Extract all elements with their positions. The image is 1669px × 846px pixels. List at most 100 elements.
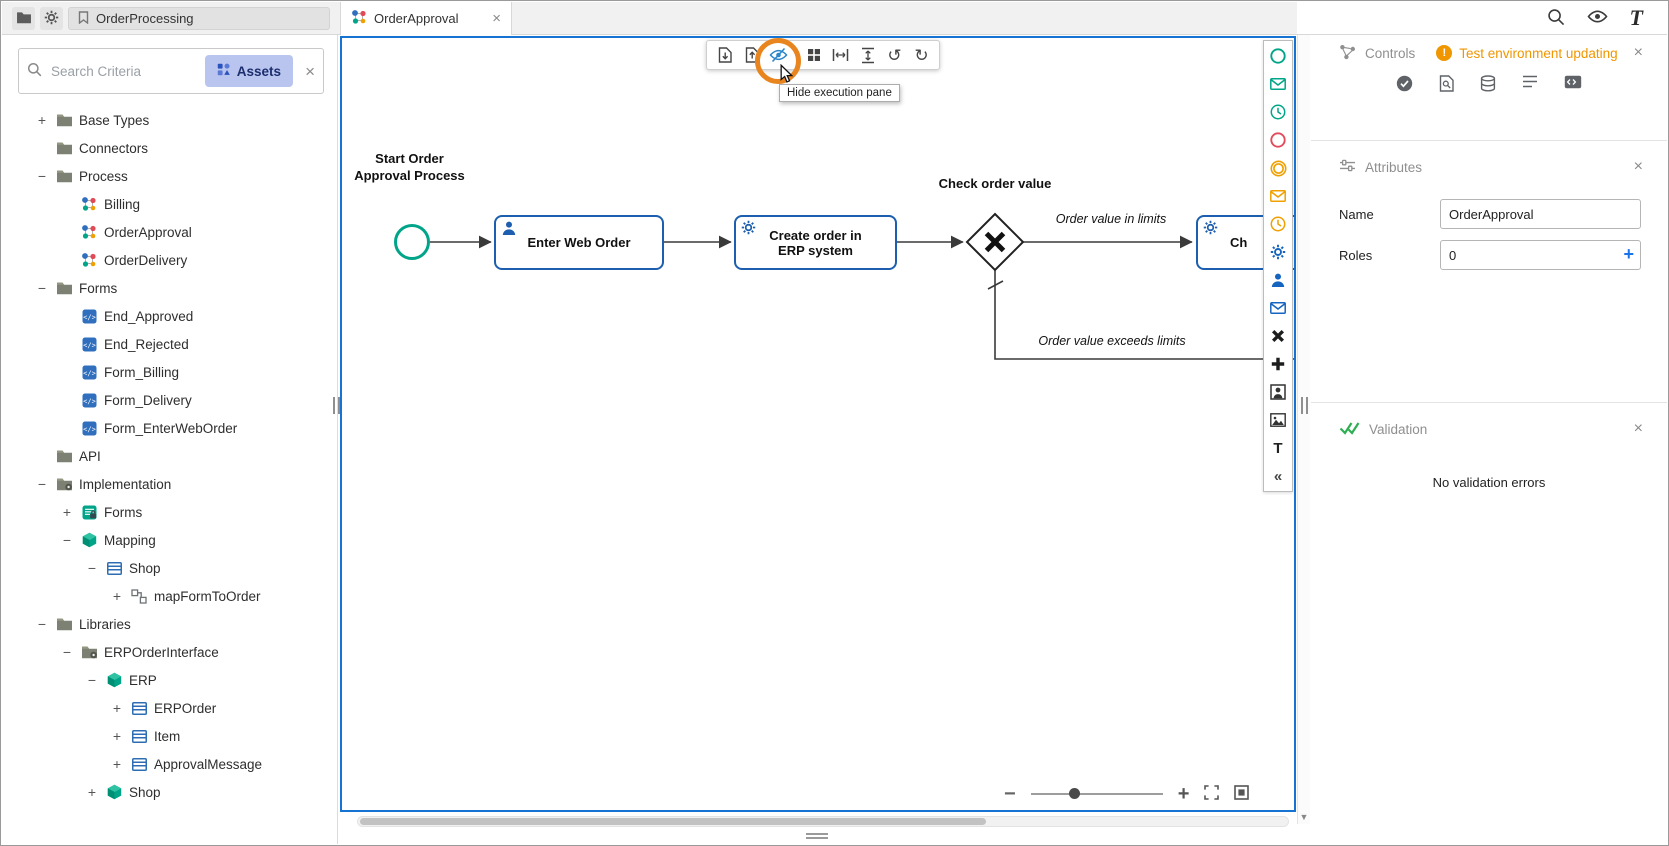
tree-item-form_enterweborder[interactable]: </>Form_EnterWebOrder bbox=[2, 414, 337, 442]
tree-item-orderdelivery[interactable]: OrderDelivery bbox=[2, 246, 337, 274]
tree-expander-icon[interactable]: − bbox=[62, 532, 72, 548]
folder-button[interactable] bbox=[12, 7, 35, 30]
tab-orderapproval[interactable]: OrderApproval × bbox=[340, 2, 512, 35]
console-code-icon[interactable] bbox=[1564, 75, 1582, 95]
assets-filter-button[interactable]: Assets bbox=[204, 55, 294, 87]
tree-expander-icon[interactable]: − bbox=[87, 560, 97, 576]
end-event-icon[interactable] bbox=[1264, 126, 1292, 154]
image-icon[interactable] bbox=[1264, 406, 1292, 434]
collapse-palette-icon[interactable]: « bbox=[1273, 467, 1283, 485]
tree-item-form_delivery[interactable]: </>Form_Delivery bbox=[2, 386, 337, 414]
tree-item-process[interactable]: −Process bbox=[2, 162, 337, 190]
text-annotation-icon[interactable]: T bbox=[1273, 439, 1283, 457]
log-list-icon[interactable] bbox=[1522, 75, 1538, 95]
message-intermediate-event-icon[interactable] bbox=[1264, 182, 1292, 210]
tree-item-shop[interactable]: −Shop bbox=[2, 554, 337, 582]
tree-item-api[interactable]: API bbox=[2, 442, 337, 470]
download-diagram-icon[interactable] bbox=[711, 41, 738, 69]
tree-item-item[interactable]: +Item bbox=[2, 722, 337, 750]
zoom-in-icon[interactable]: + bbox=[1177, 782, 1190, 805]
message-start-event-icon[interactable] bbox=[1264, 70, 1292, 98]
database-icon[interactable] bbox=[1480, 75, 1496, 95]
tree-expander-icon[interactable]: − bbox=[37, 168, 47, 184]
horizontal-scrollbar[interactable] bbox=[357, 816, 1289, 827]
tree-item-connectors[interactable]: Connectors bbox=[2, 134, 337, 162]
tree-item-erp[interactable]: −ERP bbox=[2, 666, 337, 694]
eye-icon[interactable] bbox=[1587, 9, 1608, 27]
grid-icon[interactable] bbox=[800, 41, 827, 69]
tree-expander-icon[interactable]: − bbox=[37, 616, 47, 632]
tree-expander-icon[interactable]: + bbox=[87, 784, 97, 800]
right-splitter-handle[interactable] bbox=[1301, 397, 1308, 414]
exclusive-gateway[interactable] bbox=[965, 212, 1025, 272]
tree-item-shop[interactable]: +Shop bbox=[2, 778, 337, 806]
tree-item-forms[interactable]: −Forms bbox=[2, 274, 337, 302]
tree-item-billing[interactable]: Billing bbox=[2, 190, 337, 218]
tree-item-libraries[interactable]: −Libraries bbox=[2, 610, 337, 638]
scroll-down-icon[interactable]: ▼ bbox=[1299, 812, 1309, 822]
participant-icon[interactable] bbox=[1264, 378, 1292, 406]
tree-expander-icon[interactable]: − bbox=[37, 476, 47, 492]
tree-item-forms[interactable]: +Forms bbox=[2, 498, 337, 526]
tree-expander-icon[interactable]: + bbox=[62, 504, 72, 520]
start-event[interactable] bbox=[394, 224, 430, 260]
canvas-resize-grip[interactable] bbox=[806, 833, 828, 839]
workspace-tab-orderprocessing[interactable]: OrderProcessing bbox=[68, 7, 330, 30]
zoom-slider-handle[interactable] bbox=[1068, 788, 1080, 799]
tree-item-form_billing[interactable]: </>Form_Billing bbox=[2, 358, 337, 386]
roles-input[interactable] bbox=[1440, 240, 1641, 270]
intermediate-event-icon[interactable] bbox=[1264, 154, 1292, 182]
undo-icon[interactable]: ↺ bbox=[887, 45, 902, 65]
clear-search-icon[interactable]: × bbox=[305, 61, 315, 81]
tree-expander-icon[interactable]: + bbox=[112, 756, 122, 772]
user-task-icon[interactable] bbox=[1264, 266, 1292, 294]
tree-expander-icon[interactable]: + bbox=[37, 112, 47, 128]
fit-view-icon[interactable] bbox=[1234, 785, 1250, 803]
fullscreen-icon[interactable] bbox=[1204, 785, 1220, 803]
tree-expander-icon[interactable]: + bbox=[112, 588, 122, 604]
horizontal-scrollbar-thumb[interactable] bbox=[360, 818, 986, 825]
publish-check-icon[interactable] bbox=[1396, 75, 1413, 95]
bpmn-canvas[interactable]: Start Order Approval Process Enter Web O… bbox=[340, 36, 1296, 812]
close-validation-icon[interactable]: × bbox=[1633, 420, 1643, 437]
parallel-gateway-icon[interactable] bbox=[1264, 350, 1292, 378]
exclusive-gateway-icon[interactable] bbox=[1264, 322, 1292, 350]
task-enter-web-order[interactable]: Enter Web Order bbox=[494, 215, 664, 270]
settings-button[interactable] bbox=[40, 7, 63, 30]
tree-expander-icon[interactable]: + bbox=[112, 728, 122, 744]
zoom-slider[interactable] bbox=[1030, 788, 1163, 799]
left-splitter-handle[interactable] bbox=[333, 397, 340, 414]
tree-expander-icon[interactable]: − bbox=[62, 644, 72, 660]
tree-item-base types[interactable]: +Base Types bbox=[2, 106, 337, 134]
tree-item-end_approved[interactable]: </>End_Approved bbox=[2, 302, 337, 330]
message-task-icon[interactable] bbox=[1264, 294, 1292, 322]
start-event-icon[interactable] bbox=[1264, 42, 1292, 70]
redo-icon[interactable]: ↻ bbox=[914, 45, 929, 65]
tree-item-erporderinterface[interactable]: −ERPOrderInterface bbox=[2, 638, 337, 666]
fit-height-icon[interactable] bbox=[854, 41, 881, 69]
tree-item-erporder[interactable]: +ERPOrder bbox=[2, 694, 337, 722]
tree-item-approvalmessage[interactable]: +ApprovalMessage bbox=[2, 750, 337, 778]
name-input[interactable] bbox=[1440, 199, 1641, 229]
tree-item-mapformtoorder[interactable]: +mapFormToOrder bbox=[2, 582, 337, 610]
search-input[interactable] bbox=[49, 62, 205, 80]
close-tab-icon[interactable]: × bbox=[492, 10, 501, 27]
zoom-out-icon[interactable]: − bbox=[1004, 782, 1016, 805]
close-attributes-icon[interactable]: × bbox=[1633, 158, 1643, 175]
timer-start-event-icon[interactable] bbox=[1264, 98, 1292, 126]
search-icon[interactable] bbox=[1547, 8, 1565, 29]
tree-item-orderapproval[interactable]: OrderApproval bbox=[2, 218, 337, 246]
tree-expander-icon[interactable]: − bbox=[37, 280, 47, 296]
document-search-icon[interactable] bbox=[1439, 75, 1454, 95]
tree-item-implementation[interactable]: −Implementation bbox=[2, 470, 337, 498]
vertical-scrollbar[interactable]: ▼ bbox=[1297, 35, 1310, 824]
tree-expander-icon[interactable]: + bbox=[112, 700, 122, 716]
tree-item-mapping[interactable]: −Mapping bbox=[2, 526, 337, 554]
tree-expander-icon[interactable]: − bbox=[87, 672, 97, 688]
close-controls-icon[interactable]: × bbox=[1633, 44, 1643, 61]
fit-width-icon[interactable] bbox=[827, 41, 854, 69]
add-role-icon[interactable]: + bbox=[1623, 244, 1634, 264]
service-task-icon[interactable] bbox=[1264, 238, 1292, 266]
timer-intermediate-event-icon[interactable] bbox=[1264, 210, 1292, 238]
tree-item-end_rejected[interactable]: </>End_Rejected bbox=[2, 330, 337, 358]
